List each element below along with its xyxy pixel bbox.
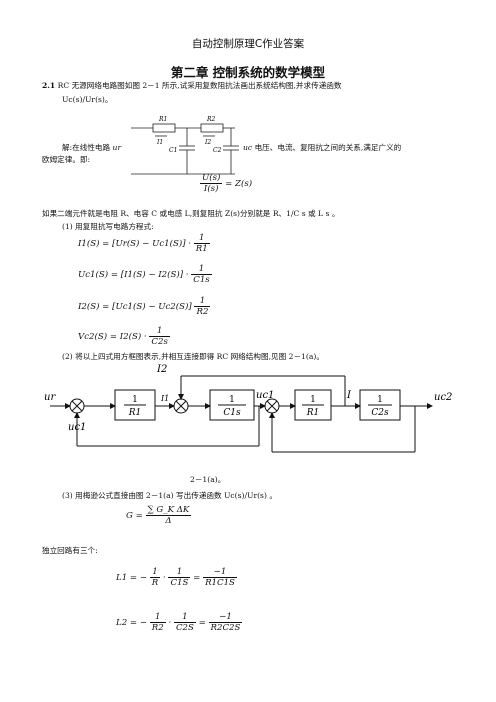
block4-num: 1 xyxy=(377,395,383,405)
problem-statement: 2.1 RC 无源网络电路图如图 2－1 所示,试采用复数阻抗法画出系统结构图,… xyxy=(42,80,462,92)
output-label-uc: uc xyxy=(243,143,253,152)
bd-feedback-uc1-label: uc1 xyxy=(68,422,86,433)
block1-den: R1 xyxy=(128,408,142,418)
label-R2: R2 xyxy=(206,116,216,123)
block3-den: R1 xyxy=(306,408,320,418)
ohm-law-equation: U(s)I(s) = Z(s) xyxy=(200,173,253,194)
block-diagram: ur uc2 uc1 I2 I1 uc1 I 1 R1 1 C1s 1 R1 1… xyxy=(44,364,452,453)
bd-output-label: uc2 xyxy=(434,392,452,403)
page-header: 自动控制原理C作业答案 xyxy=(191,38,305,50)
label-C2: C2 xyxy=(213,147,222,154)
bd-I1-label: I1 xyxy=(160,394,169,403)
problem-text-line2: Uc(s)/Ur(s)。 xyxy=(62,95,113,104)
intro-left-line2: 欧姆定律。即: xyxy=(42,155,91,164)
bd-I2-label: I2 xyxy=(156,364,167,375)
problem-number: 2.1 xyxy=(42,81,56,90)
loops-text: 独立回路有三个: xyxy=(42,546,98,555)
bd-input-label: ur xyxy=(44,392,56,403)
label-I2: I2 xyxy=(204,139,211,146)
label-I1: I1 xyxy=(156,139,163,146)
block2-num: 1 xyxy=(229,395,235,405)
problem-text-line1: RC 无源网络电路图如图 2－1 所示,试采用复数阻抗法画出系统结构图,并求传递… xyxy=(57,81,342,90)
intro-left-line1: 解:在线性电路 ur xyxy=(62,143,122,152)
impedance-text: 如果二端元件就是电阻 R、电容 C 或电感 L,则复阻抗 Z(s)分别就是 R、… xyxy=(42,209,340,218)
block2-den: C1s xyxy=(223,408,241,418)
chapter-title: 第二章 控制系统的数学模型 xyxy=(170,65,326,80)
bd-I-label: I xyxy=(346,390,352,401)
step2-text: (2) 将以上四式用方框图表示,并相互连接即得 RC 网络结构图,见图 2－1(… xyxy=(62,352,324,361)
block1-num: 1 xyxy=(132,395,138,405)
rc-circuit-diagram: R1 R2 I1 I2 C1 C2 xyxy=(131,116,239,175)
intro-right: uc 电压、电流、复阻抗之间的关系,满足广义的 xyxy=(243,143,402,152)
block3-num: 1 xyxy=(310,395,316,405)
input-label-ur: ur xyxy=(112,143,122,152)
step3-text: (3) 用梅逊公式直接由图 2－1(a) 写出传递函数 Uc(s)/Ur(s) … xyxy=(62,491,277,500)
label-R1: R1 xyxy=(158,116,167,123)
label-C1: C1 xyxy=(169,147,177,154)
step1-text: (1) 用复阻抗写电路方程式: xyxy=(62,222,154,231)
block4-den: C2s xyxy=(371,408,389,418)
bd-uc1-label: uc1 xyxy=(256,390,274,401)
figure-caption: 2－1(a)。 xyxy=(190,475,226,484)
